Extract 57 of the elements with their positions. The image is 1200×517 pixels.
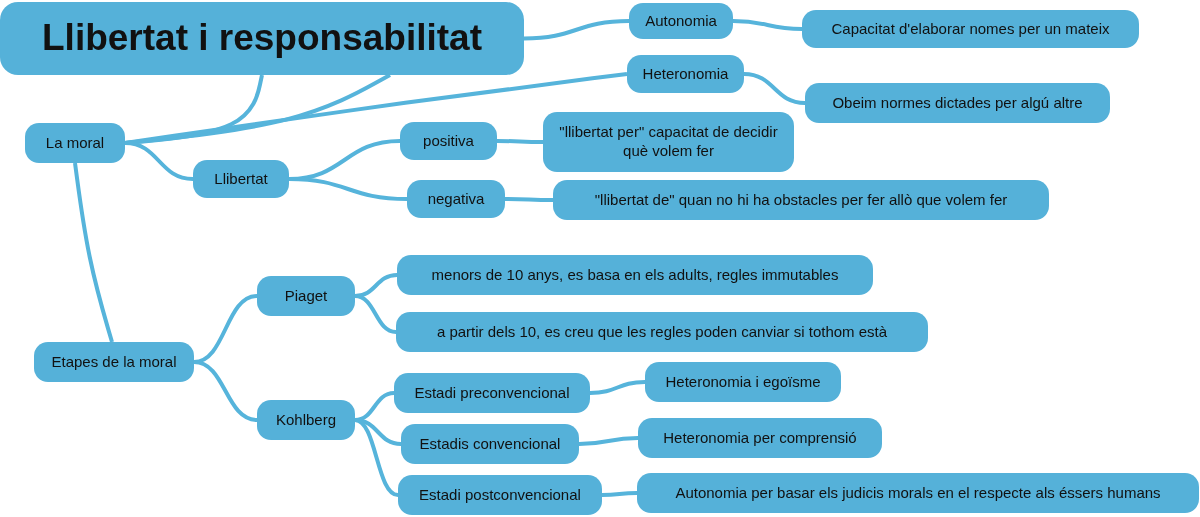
connector-line bbox=[601, 491, 638, 497]
topic-box bbox=[629, 3, 733, 39]
topic-box bbox=[25, 123, 125, 163]
topic-text: Obeim normes dictades per algú altre bbox=[832, 93, 1083, 113]
topic-box bbox=[401, 424, 579, 464]
topic-text: menors de 10 anys, es basa en els adults, regles immutables bbox=[431, 265, 839, 285]
topic-box bbox=[553, 180, 1049, 220]
topic-box bbox=[257, 276, 355, 316]
connector-line bbox=[193, 360, 258, 422]
topic-text: Heteronomia per comprensió bbox=[663, 428, 857, 448]
connector-line bbox=[589, 380, 646, 395]
topic-box bbox=[34, 342, 194, 382]
topic-box bbox=[400, 122, 497, 160]
topic-box bbox=[398, 475, 602, 515]
topic-text: negativa bbox=[427, 189, 485, 209]
topic-box bbox=[407, 180, 505, 218]
connector-line bbox=[505, 197, 553, 202]
connector-line bbox=[73, 162, 114, 343]
connector-line bbox=[497, 139, 543, 144]
topic-text: Autonomia bbox=[645, 11, 717, 31]
topic-box bbox=[394, 373, 590, 413]
topic-text: "llibertat per" capacitat de decidir què volem fer bbox=[558, 123, 779, 161]
connector-line bbox=[124, 141, 194, 181]
topic-box bbox=[627, 55, 744, 93]
topic-box bbox=[397, 255, 873, 295]
topic-box bbox=[637, 473, 1199, 513]
map-title: Llibertat i responsabilitat bbox=[42, 16, 482, 61]
topic-text: "llibertat de" quan no hi ha obstacles per fer allò que volem fer bbox=[594, 190, 1008, 210]
topic-text: Estadis convencional bbox=[419, 434, 561, 454]
topic-text: positiva bbox=[423, 131, 474, 151]
connector-line bbox=[354, 294, 397, 334]
connector-line bbox=[288, 177, 408, 201]
topic-text: Capacitat d'elaborar nomes per un mateix bbox=[831, 19, 1110, 39]
topic-text: Etapes de la moral bbox=[51, 352, 177, 372]
topic-box bbox=[257, 400, 355, 440]
topic-text: Estadi postconvencional bbox=[419, 485, 581, 505]
topic-box bbox=[396, 312, 928, 352]
connector-line bbox=[578, 436, 639, 446]
topic-text: Estadi preconvencional bbox=[414, 383, 570, 403]
topic-box bbox=[543, 112, 794, 172]
topic-box bbox=[193, 160, 289, 198]
topic-text: Heteronomia bbox=[642, 64, 729, 84]
connector-line bbox=[743, 72, 806, 105]
topic-box bbox=[802, 10, 1139, 48]
topic-text: Piaget bbox=[284, 286, 328, 306]
topic-text: Kohlberg bbox=[275, 410, 336, 430]
connector-line bbox=[523, 19, 630, 41]
topic-text: La moral bbox=[45, 133, 105, 153]
topic-text: a partir dels 10, es creu que les regles poden canviar si tothom està bbox=[436, 322, 888, 342]
connector-line bbox=[732, 19, 803, 31]
central-topic-box bbox=[0, 2, 524, 75]
topic-text: Heteronomia i egoïsme bbox=[665, 372, 821, 392]
topic-box bbox=[638, 418, 882, 458]
topic-box bbox=[805, 83, 1110, 123]
topic-text: Autonomia per basar els judicis morals en el respecte als éssers humans bbox=[675, 483, 1161, 503]
topic-text: Llibertat bbox=[214, 169, 268, 189]
topic-box bbox=[645, 362, 841, 402]
